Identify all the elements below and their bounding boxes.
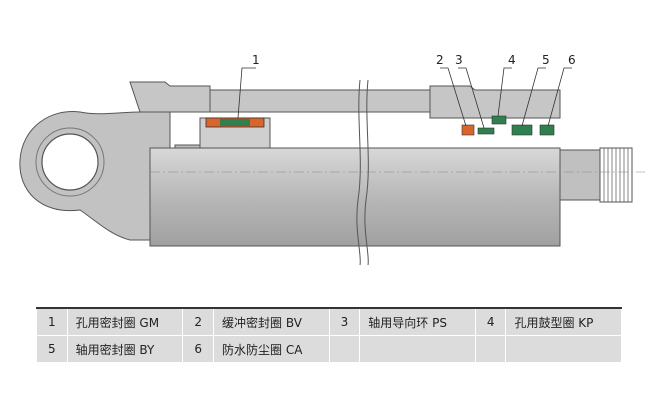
legend-label: 轴用导向环 PS [359,307,476,336]
barrel-wall-upper [209,89,431,113]
seal-bv [461,124,475,136]
legend-label [359,335,476,363]
legend-row: 5 轴用密封圈 BY 6 防水防尘圈 CA [36,335,622,363]
legend-row: 1 孔用密封圈 GM 2 缓冲密封圈 BV 3 轴用导向环 PS 4 孔用鼓型圈… [36,307,622,336]
callout-2: 2 [436,53,444,67]
legend-label: 孔用密封圈 GM [66,307,184,336]
leader-4 [497,67,512,117]
barrel-head-upper [429,85,561,119]
barrel-top-wall [129,81,211,113]
callout-1: 1 [252,53,260,67]
rod-thread-teeth [599,148,629,202]
legend-label: 轴用密封圈 BY [66,335,184,363]
legend-number: 2 [182,307,215,336]
leader-2 [440,67,467,127]
leader-3 [458,67,485,129]
legend-number: 3 [328,307,361,336]
rod-thread-body [599,147,633,203]
legend-number: 5 [36,335,68,363]
seal-ca [539,124,555,136]
leader-5 [521,67,546,127]
callout-6: 6 [568,53,576,67]
legend-label [505,335,622,363]
callout-3: 3 [455,53,463,67]
seal-legend-table: 1 孔用密封圈 GM 2 缓冲密封圈 BV 3 轴用导向环 PS 4 孔用鼓型圈… [36,307,622,363]
legend-number: 4 [474,307,507,336]
callout-5: 5 [542,53,550,67]
piston-seal-gm-core [220,119,250,126]
break-line-left [356,79,361,266]
legend-label: 防水防尘圈 CA [213,335,330,363]
leader-1 [237,67,256,119]
clevis-hole-rim [35,127,105,197]
piston-rod [149,147,561,247]
legend-number: 6 [182,335,215,363]
legend-label: 缓冲密封圈 BV [213,307,330,336]
legend-number [474,335,507,363]
legend-label: 孔用鼓型圈 KP [505,307,622,336]
break-line-right [364,79,369,266]
callout-4: 4 [508,53,516,67]
hydraulic-cylinder-diagram: 1 2 3 4 5 6 [19,53,645,266]
seal-by [511,124,533,136]
rod-end-thread [559,149,601,201]
seal-ps [477,127,495,135]
seal-kp [491,115,507,125]
clevis-hole [41,133,99,191]
leader-6 [547,67,572,127]
legend-number: 1 [36,307,68,336]
legend-number [328,335,361,363]
